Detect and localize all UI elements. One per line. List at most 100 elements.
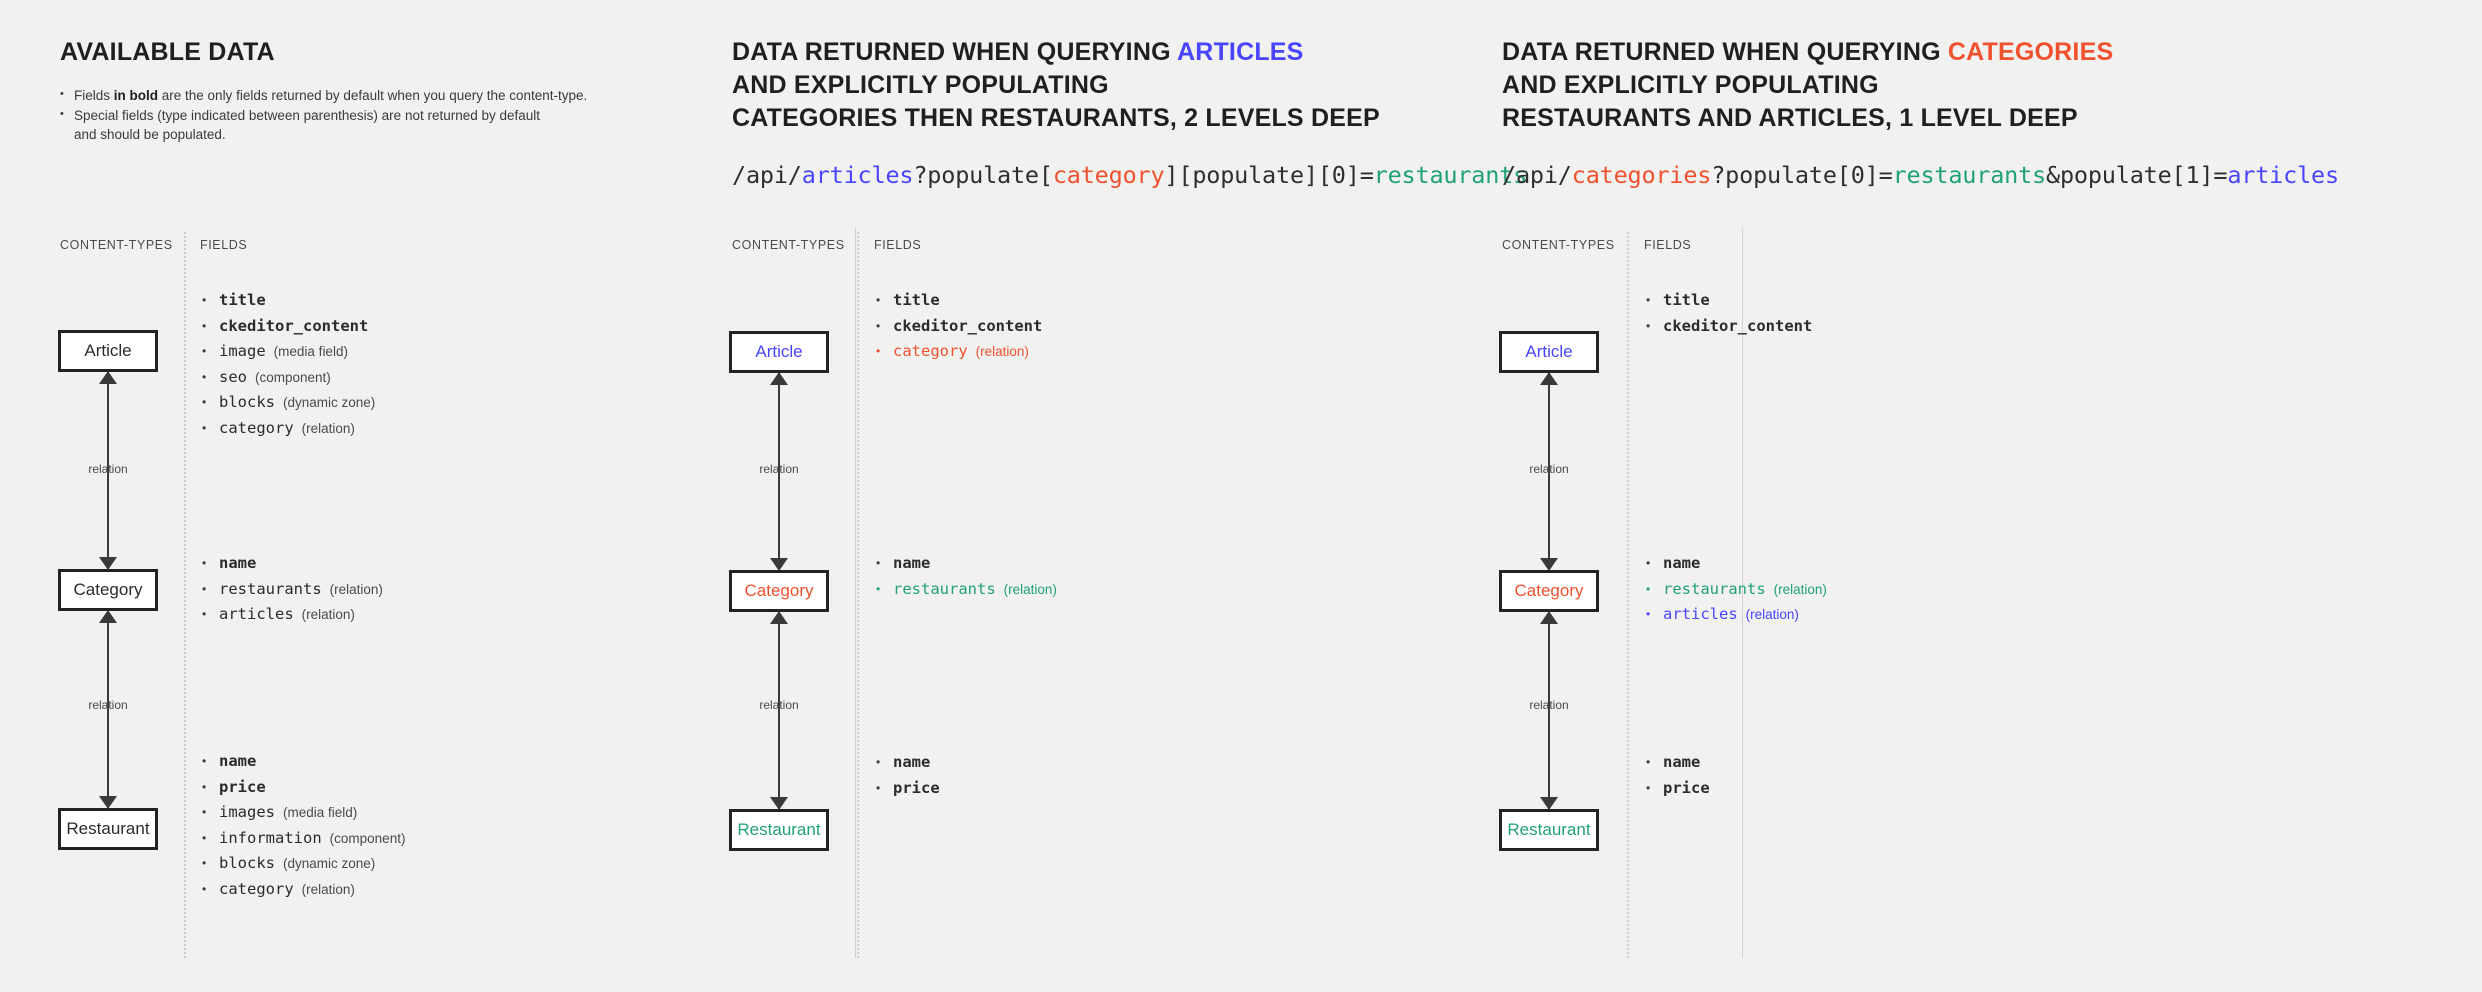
field-name: seo bbox=[219, 367, 247, 386]
field-type: (dynamic zone) bbox=[283, 395, 376, 410]
field-type: (relation) bbox=[975, 344, 1029, 359]
title-text: DATA RETURNED WHEN QUERYING bbox=[732, 38, 1177, 66]
node-label: Article bbox=[1525, 342, 1573, 361]
url-part: ?populate[0]= bbox=[1711, 161, 1893, 189]
field-name: blocks bbox=[219, 393, 275, 411]
note-prefix: Fields bbox=[74, 88, 114, 103]
note-item-special: Special fields (type indicated between p… bbox=[60, 106, 587, 125]
fields-article-2: title ckeditor_content category(relation… bbox=[874, 288, 1042, 365]
relation-arrow-category-restaurant-1 bbox=[95, 610, 121, 809]
api-url-2: /api/articles?populate[category][populat… bbox=[732, 161, 1527, 189]
fields-category-1: name restaurants (relation) articles(rela… bbox=[200, 551, 383, 628]
field-row: ckeditor_content bbox=[200, 314, 375, 340]
node-label: Category bbox=[1514, 581, 1584, 600]
field-type: (component) bbox=[329, 830, 406, 846]
panel-3-title-line3: RESTAURANTS AND ARTICLES, 1 LEVEL DEEP bbox=[1502, 104, 2078, 132]
arrow-head-up-icon bbox=[1540, 372, 1558, 385]
field-row: name bbox=[1644, 750, 1710, 776]
url-part-category: category bbox=[1052, 161, 1165, 189]
field-name: name bbox=[893, 753, 931, 771]
field-name: category bbox=[219, 418, 294, 437]
arrow-head-down-icon bbox=[1540, 558, 1558, 571]
field-name: blocks bbox=[219, 854, 275, 872]
field-row: images(media field) bbox=[200, 800, 405, 826]
title-highlight-articles: ARTICLES bbox=[1176, 38, 1304, 66]
field-name: restaurants bbox=[1663, 579, 1766, 598]
relation-label-2b: relation bbox=[759, 698, 799, 712]
fields-restaurant-3: name price bbox=[1644, 750, 1710, 801]
node-article-2[interactable]: Article bbox=[729, 331, 829, 373]
field-row: blocks (dynamic zone) bbox=[200, 851, 405, 877]
field-row: restaurants (relation) bbox=[200, 577, 383, 603]
field-name: ckeditor_content bbox=[893, 316, 1043, 335]
field-row: articles(relation) bbox=[200, 602, 383, 628]
node-article-1[interactable]: Article bbox=[58, 330, 158, 372]
field-name: title bbox=[219, 291, 266, 309]
field-row: restaurants(relation) bbox=[874, 577, 1057, 603]
field-type: (relation) bbox=[1773, 581, 1827, 597]
note-suffix: are the only fields returned by default … bbox=[158, 88, 588, 103]
panel-3-header: DATA RETURNED WHEN QUERYING CATEGORIES A… bbox=[1502, 36, 2339, 189]
panel-query-categories: DATA RETURNED WHEN QUERYING CATEGORIES A… bbox=[1499, 0, 2482, 992]
field-name: image bbox=[219, 342, 266, 360]
field-type: (relation) bbox=[1003, 581, 1057, 597]
field-row: category(relation) bbox=[200, 416, 375, 442]
field-row: articles(relation) bbox=[1644, 602, 1827, 628]
field-row: blocks (dynamic zone) bbox=[200, 390, 375, 416]
field-name: name bbox=[1663, 753, 1701, 771]
field-row: price bbox=[200, 775, 405, 801]
node-label: Article bbox=[755, 342, 803, 361]
field-row: name bbox=[1644, 551, 1827, 577]
relation-label-1a: relation bbox=[88, 462, 128, 476]
field-type: (relation) bbox=[329, 581, 383, 597]
field-name: title bbox=[893, 291, 940, 309]
url-part: /api/ bbox=[732, 161, 802, 189]
node-article-3[interactable]: Article bbox=[1499, 331, 1599, 373]
column-label-fields-3: FIELDS bbox=[1644, 238, 1692, 252]
field-row: category(relation) bbox=[200, 877, 405, 903]
fields-article-1: title ckeditor_content image(media field… bbox=[200, 288, 375, 441]
title-highlight-categories: CATEGORIES bbox=[1947, 38, 2114, 66]
field-name: restaurants bbox=[219, 579, 322, 598]
field-type: (dynamic zone) bbox=[283, 856, 376, 871]
field-row: ckeditor_content bbox=[1644, 314, 1812, 340]
arrow-head-down-icon bbox=[770, 558, 788, 571]
arrow-line bbox=[778, 373, 780, 570]
node-restaurant-3[interactable]: Restaurant bbox=[1499, 809, 1599, 851]
node-category-1[interactable]: Category bbox=[58, 569, 158, 611]
node-category-2[interactable]: Category bbox=[729, 570, 829, 612]
arrow-line bbox=[107, 611, 109, 808]
api-url-3: /api/categories?populate[0]=restaurants&… bbox=[1502, 161, 2339, 189]
arrow-head-down-icon bbox=[1540, 797, 1558, 810]
node-label: Restaurant bbox=[66, 819, 150, 838]
field-type: (relation) bbox=[301, 607, 355, 622]
arrow-head-up-icon bbox=[99, 610, 117, 623]
url-part: ?populate[ bbox=[913, 161, 1053, 189]
url-part-articles: articles bbox=[2227, 161, 2339, 189]
node-label: Article bbox=[84, 341, 132, 360]
note-special-text: Special fields (type indicated between p… bbox=[74, 107, 541, 123]
relation-arrow-category-restaurant-3 bbox=[1536, 611, 1562, 810]
field-name: images bbox=[219, 803, 275, 821]
column-label-content-types-2: CONTENT-TYPES bbox=[732, 238, 845, 252]
dotted-divider-3 bbox=[1627, 232, 1629, 958]
field-name: price bbox=[893, 778, 940, 797]
url-part: ][populate][0]= bbox=[1164, 161, 1374, 189]
node-category-3[interactable]: Category bbox=[1499, 570, 1599, 612]
panel-2-title-line1: DATA RETURNED WHEN QUERYING ARTICLES bbox=[732, 36, 1527, 69]
field-row: seo(component) bbox=[200, 365, 375, 391]
arrow-head-down-icon bbox=[99, 557, 117, 570]
page-title: AVAILABLE DATA bbox=[60, 38, 275, 66]
node-restaurant-2[interactable]: Restaurant bbox=[729, 809, 829, 851]
arrow-line bbox=[778, 612, 780, 809]
panel-available-data: AVAILABLE DATA Fields in bold are the on… bbox=[0, 0, 732, 992]
field-row: price bbox=[874, 776, 940, 802]
arrow-line bbox=[1548, 612, 1550, 809]
relation-arrow-article-category-3 bbox=[1536, 372, 1562, 571]
relation-label-3b: relation bbox=[1529, 698, 1569, 712]
field-row: name bbox=[200, 551, 383, 577]
field-type: (relation) bbox=[301, 881, 355, 897]
node-restaurant-1[interactable]: Restaurant bbox=[58, 808, 158, 850]
url-part-restaurants: restaurants bbox=[1373, 161, 1528, 189]
